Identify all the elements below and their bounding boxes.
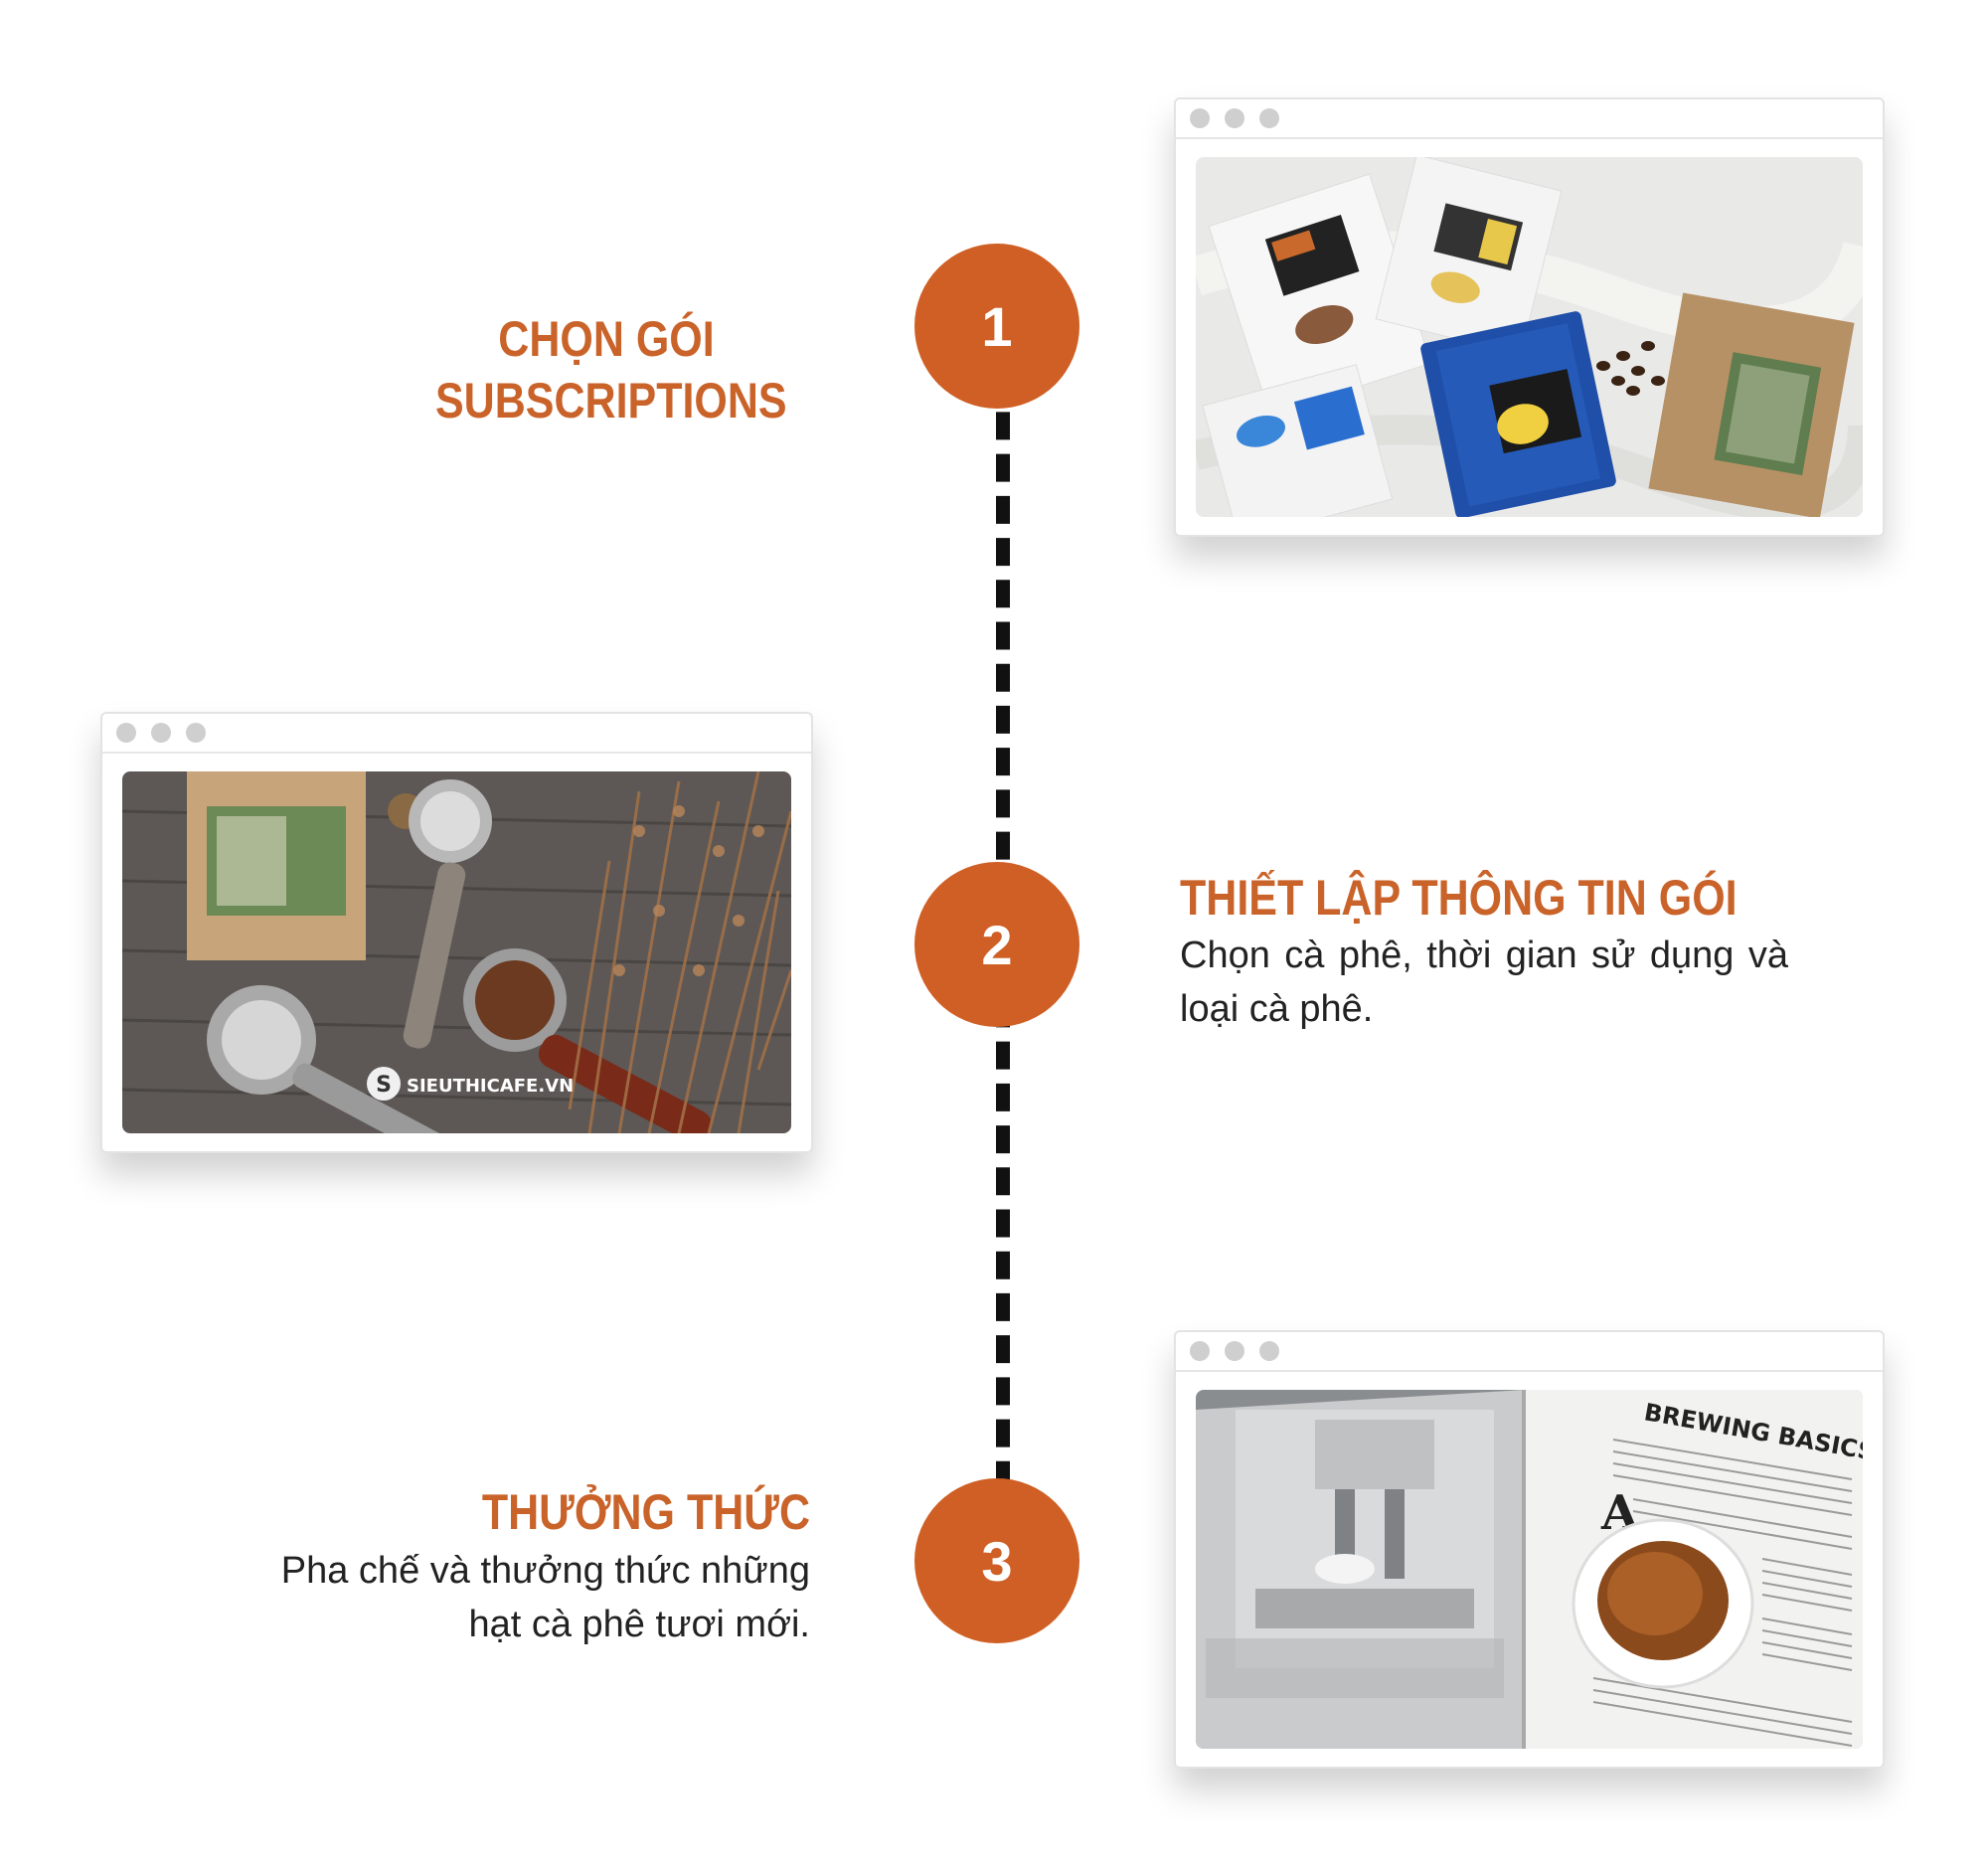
brewing-magazine-photo: BREWING BASICS A — [1196, 1390, 1863, 1749]
svg-text:S: S — [376, 1073, 392, 1098]
browser-window-1 — [1174, 97, 1885, 537]
browser-titlebar — [1176, 1332, 1883, 1372]
step-1-badge: 1 — [914, 244, 1079, 409]
step-1-title: CHỌN GÓI SUBSCRIPTIONS — [435, 311, 787, 428]
step-3-description: Pha chế và thưởng thức những hạt cà phê … — [280, 1550, 810, 1645]
watermark-text: SIEUTHICAFE.VN — [407, 1076, 574, 1097]
coffee-bags-photo — [1196, 157, 1863, 517]
browser-titlebar — [102, 714, 811, 754]
window-dot — [1190, 108, 1210, 128]
browser-titlebar — [1176, 99, 1883, 139]
browser-window-2: S SIEUTHICAFE.VN — [100, 712, 813, 1153]
window-dot — [1259, 108, 1279, 128]
window-dot — [186, 723, 206, 743]
window-dot — [1259, 1341, 1279, 1361]
step-3-badge: 3 — [914, 1478, 1079, 1643]
window-dot — [1225, 1341, 1244, 1361]
window-dot — [1225, 108, 1244, 128]
step-2-badge: 2 — [914, 862, 1079, 1027]
step-1-number: 1 — [981, 294, 1013, 358]
step-3-number: 3 — [981, 1529, 1013, 1593]
window-dot — [1190, 1341, 1210, 1361]
step-3-title: THƯỞNG THỨC — [481, 1484, 810, 1540]
window-dot — [151, 723, 171, 743]
espresso-tools-photo: S SIEUTHICAFE.VN — [122, 771, 791, 1133]
step-2-number: 2 — [981, 913, 1013, 976]
browser-window-3: BREWING BASICS A — [1174, 1330, 1885, 1769]
step-2-title: THIẾT LẬP THÔNG TIN GÓI — [1180, 870, 1738, 926]
window-dot — [116, 723, 136, 743]
step-2-description: Chọn cà phê, thời gian sử dụng và loại c… — [1180, 935, 1788, 1030]
